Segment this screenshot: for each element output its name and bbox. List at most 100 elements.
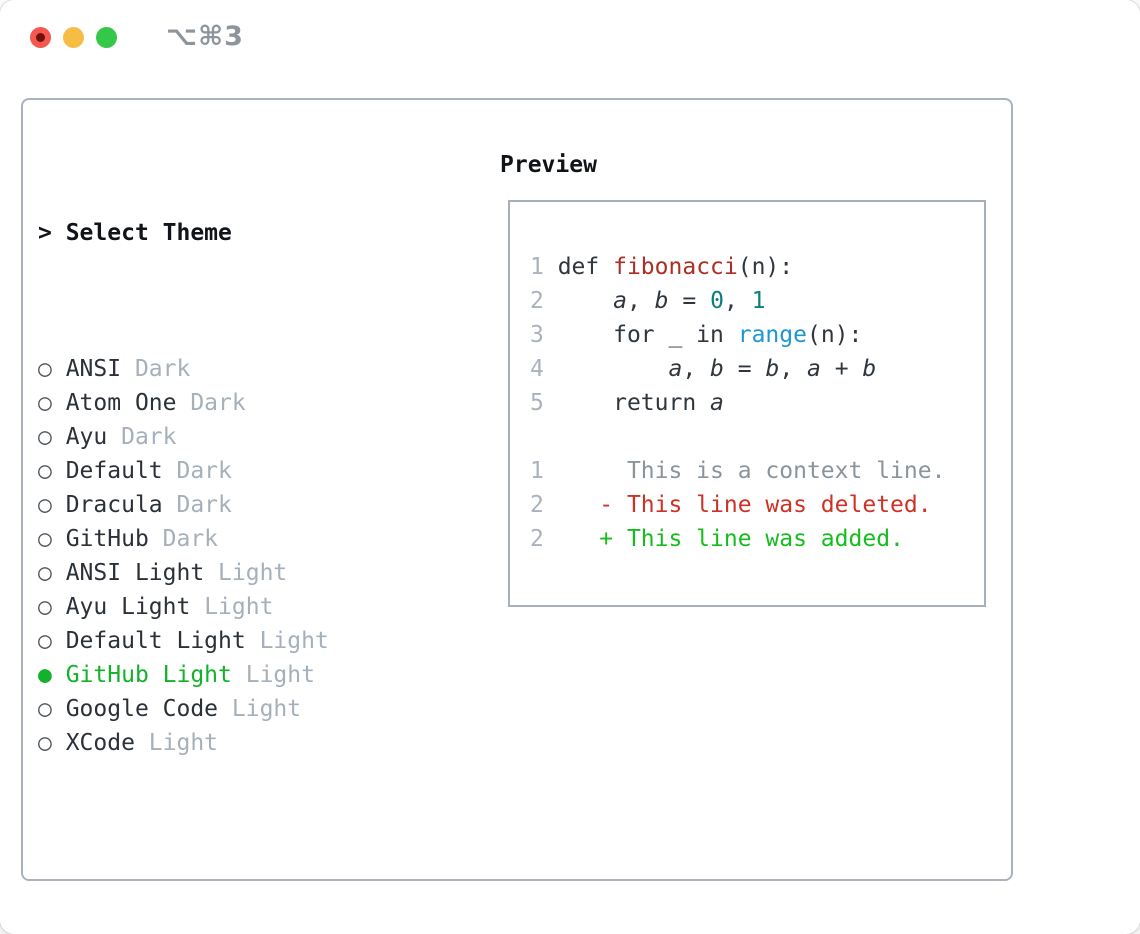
theme-option-ayu-light[interactable]: ○ Ayu Light Light [38, 590, 450, 624]
theme-option-dracula[interactable]: ○ Dracula Dark [38, 488, 450, 522]
code-line: 3 for _ in range(n): [530, 318, 984, 352]
minimize-button[interactable] [63, 27, 84, 48]
code-segment-var: b [765, 356, 780, 382]
close-dot-icon [36, 33, 45, 42]
theme-option-google-code[interactable]: ○ Google Code Light [38, 692, 450, 726]
theme-option-xcode[interactable]: ○ XCode Light [38, 726, 450, 760]
radio-unchecked-icon: ○ [38, 492, 66, 518]
theme-variant-label: Dark [162, 526, 219, 552]
code-segment-fg: = [723, 356, 766, 382]
theme-option-github[interactable]: ○ GitHub Dark [38, 522, 450, 556]
code-segment-fg: def [543, 254, 614, 280]
code-segment-var: a [807, 356, 821, 382]
radio-unchecked-icon: ○ [38, 594, 66, 620]
code-segment-fg: return [543, 390, 711, 416]
theme-variant-label: Dark [134, 356, 191, 382]
theme-variant-label: Light [231, 696, 302, 722]
theme-variant-label: Dark [176, 492, 232, 518]
code-segment-var: a [613, 288, 627, 314]
theme-variant-label: Light [204, 594, 274, 620]
code-segment-fg [544, 288, 613, 314]
radio-unchecked-icon: ○ [38, 696, 66, 722]
line-number: 4 [530, 356, 544, 382]
titlebar: ⌥⌘3 [0, 0, 1140, 76]
theme-option-label: Default Light [65, 628, 260, 654]
radio-unchecked-icon: ○ [38, 628, 66, 654]
code-segment-add: + This line was added. [599, 526, 904, 552]
code-line: 1 This is a context line. [530, 454, 984, 488]
code-segment-var: a [668, 356, 683, 382]
theme-option-label: Ayu [65, 424, 122, 450]
code-segment-fg [544, 526, 599, 552]
line-number: 3 [530, 322, 544, 348]
code-segment-fg [544, 492, 599, 518]
theme-variant-label: Light [245, 662, 315, 688]
code-segment-var: b [710, 356, 724, 382]
preview-header: Preview [500, 152, 597, 178]
theme-option-default[interactable]: ○ Default Dark [38, 454, 450, 488]
spacer [38, 862, 450, 896]
code-line-blank [530, 420, 984, 454]
theme-option-label: Atom One [65, 390, 191, 416]
code-segment-num: 1 [751, 288, 766, 314]
theme-option-default-light[interactable]: ○ Default Light Light [38, 624, 450, 658]
line-number [530, 424, 544, 450]
theme-option-label: Google Code [65, 696, 232, 722]
theme-option-ayu[interactable]: ○ Ayu Dark [38, 420, 450, 454]
radio-unchecked-icon: ○ [38, 730, 66, 756]
code-segment-fg: , [779, 356, 808, 382]
theme-option-label: ANSI [65, 356, 135, 382]
theme-option-github-light[interactable]: ● GitHub Light Light [38, 658, 450, 692]
select-theme-header: > Select Theme [38, 216, 450, 250]
theme-list: ○ ANSI Dark○ Atom One Dark○ Ayu Dark○ De… [38, 352, 450, 760]
theme-option-label: ANSI Light [65, 560, 219, 586]
close-button[interactable] [30, 27, 51, 48]
line-number: 2 [530, 526, 544, 552]
code-segment-del: - This line was deleted. [599, 492, 932, 518]
theme-option-ansi[interactable]: ○ ANSI Dark [38, 352, 450, 386]
theme-variant-label: Light [218, 560, 288, 586]
code-segment-var: a [710, 390, 724, 416]
theme-option-ansi-light[interactable]: ○ ANSI Light Light [38, 556, 450, 590]
radio-unchecked-icon: ○ [38, 560, 66, 586]
select-theme-header-label: Select Theme [65, 220, 232, 246]
radio-unchecked-icon: ○ [38, 526, 66, 552]
code-line: 2 - This line was deleted. [530, 488, 984, 522]
line-number: 1 [530, 458, 544, 484]
code-segment-num: 0 [710, 288, 724, 314]
code-segment-fg: for _ in [543, 322, 738, 348]
code-segment-fn: fibonacci [613, 254, 738, 280]
theme-picker-column: > Select Theme ○ ANSI Dark○ Atom One Dar… [38, 148, 450, 934]
theme-variant-label: Dark [121, 424, 177, 450]
code-segment-fg: = [668, 288, 711, 314]
theme-option-label: GitHub [65, 526, 163, 552]
theme-option-label: Ayu Light [65, 594, 205, 620]
code-segment-fg: (n): [806, 322, 863, 348]
window-title: ⌥⌘3 [166, 21, 244, 52]
code-segment-fg: , [682, 356, 711, 382]
theme-option-atom-one[interactable]: ○ Atom One Dark [38, 386, 450, 420]
theme-picker-panel: > Select Theme ○ ANSI Dark○ Atom One Dar… [21, 98, 1013, 881]
radio-unchecked-icon: ○ [38, 390, 66, 416]
theme-variant-label: Light [259, 628, 329, 654]
code-line: 2 a, b = 0, 1 [530, 284, 984, 318]
code-segment-fg: + [820, 356, 863, 382]
radio-unchecked-icon: ○ [38, 356, 66, 382]
theme-option-label: Dracula [65, 492, 177, 518]
code-line: 2 + This line was added. [530, 522, 984, 556]
radio-unchecked-icon: ○ [38, 424, 66, 450]
code-segment-fg: (n): [737, 254, 794, 280]
focus-caret-icon: > [38, 220, 66, 246]
theme-option-label: XCode [65, 730, 149, 756]
radio-checked-icon: ● [38, 662, 66, 688]
theme-option-label: Default [65, 458, 177, 484]
radio-unchecked-icon: ○ [38, 458, 66, 484]
code-line: 5 return a [530, 386, 984, 420]
code-segment-ctx: This is a context line. [543, 458, 946, 484]
line-number: 2 [530, 288, 544, 314]
theme-option-label: GitHub Light [65, 662, 246, 688]
code-line: 1 def fibonacci(n): [530, 250, 984, 284]
maximize-button[interactable] [96, 27, 117, 48]
